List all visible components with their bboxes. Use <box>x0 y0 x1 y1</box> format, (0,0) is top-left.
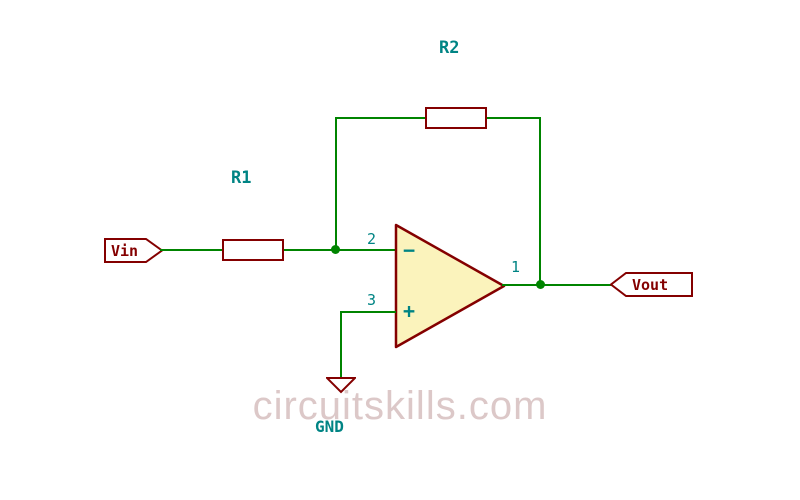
vin-flag-shape <box>104 238 164 263</box>
gnd-symbol <box>326 377 356 394</box>
vout-flag-shape <box>610 272 693 297</box>
opamp-body <box>394 223 506 349</box>
opamp-inverting-sign: − <box>403 238 416 262</box>
watermark-text: circuitskills.com <box>252 384 548 428</box>
resistor-r2-body <box>425 107 487 129</box>
r2-reference-label: R2 <box>439 38 460 58</box>
wire-r1-to-opamp <box>284 249 396 251</box>
r1-reference-label: R1 <box>231 168 252 188</box>
resistor-r1-body <box>222 239 284 261</box>
vout-label: Vout <box>632 276 669 294</box>
opamp-symbol <box>394 223 506 349</box>
wire-pin3-input <box>341 311 396 313</box>
pin-number-1: 1 <box>511 258 521 276</box>
wire-to-gnd <box>340 311 342 377</box>
pin-number-3: 3 <box>367 291 377 309</box>
vin-flag: Vin <box>104 238 164 263</box>
wire-feedback-left-vertical <box>335 117 337 250</box>
junction-dot-output <box>536 280 545 289</box>
wire-feedback-top-right <box>487 117 541 119</box>
wire-feedback-top-left <box>335 117 425 119</box>
gnd-label: GND <box>315 417 344 436</box>
wire-feedback-right-vertical <box>539 117 541 285</box>
pin-number-2: 2 <box>367 230 377 248</box>
wire-output <box>502 284 612 286</box>
wire-vin-to-r1 <box>160 249 222 251</box>
vin-label: Vin <box>111 242 139 260</box>
vout-flag: Vout <box>610 272 694 297</box>
opamp-noninverting-sign: + <box>403 299 416 323</box>
